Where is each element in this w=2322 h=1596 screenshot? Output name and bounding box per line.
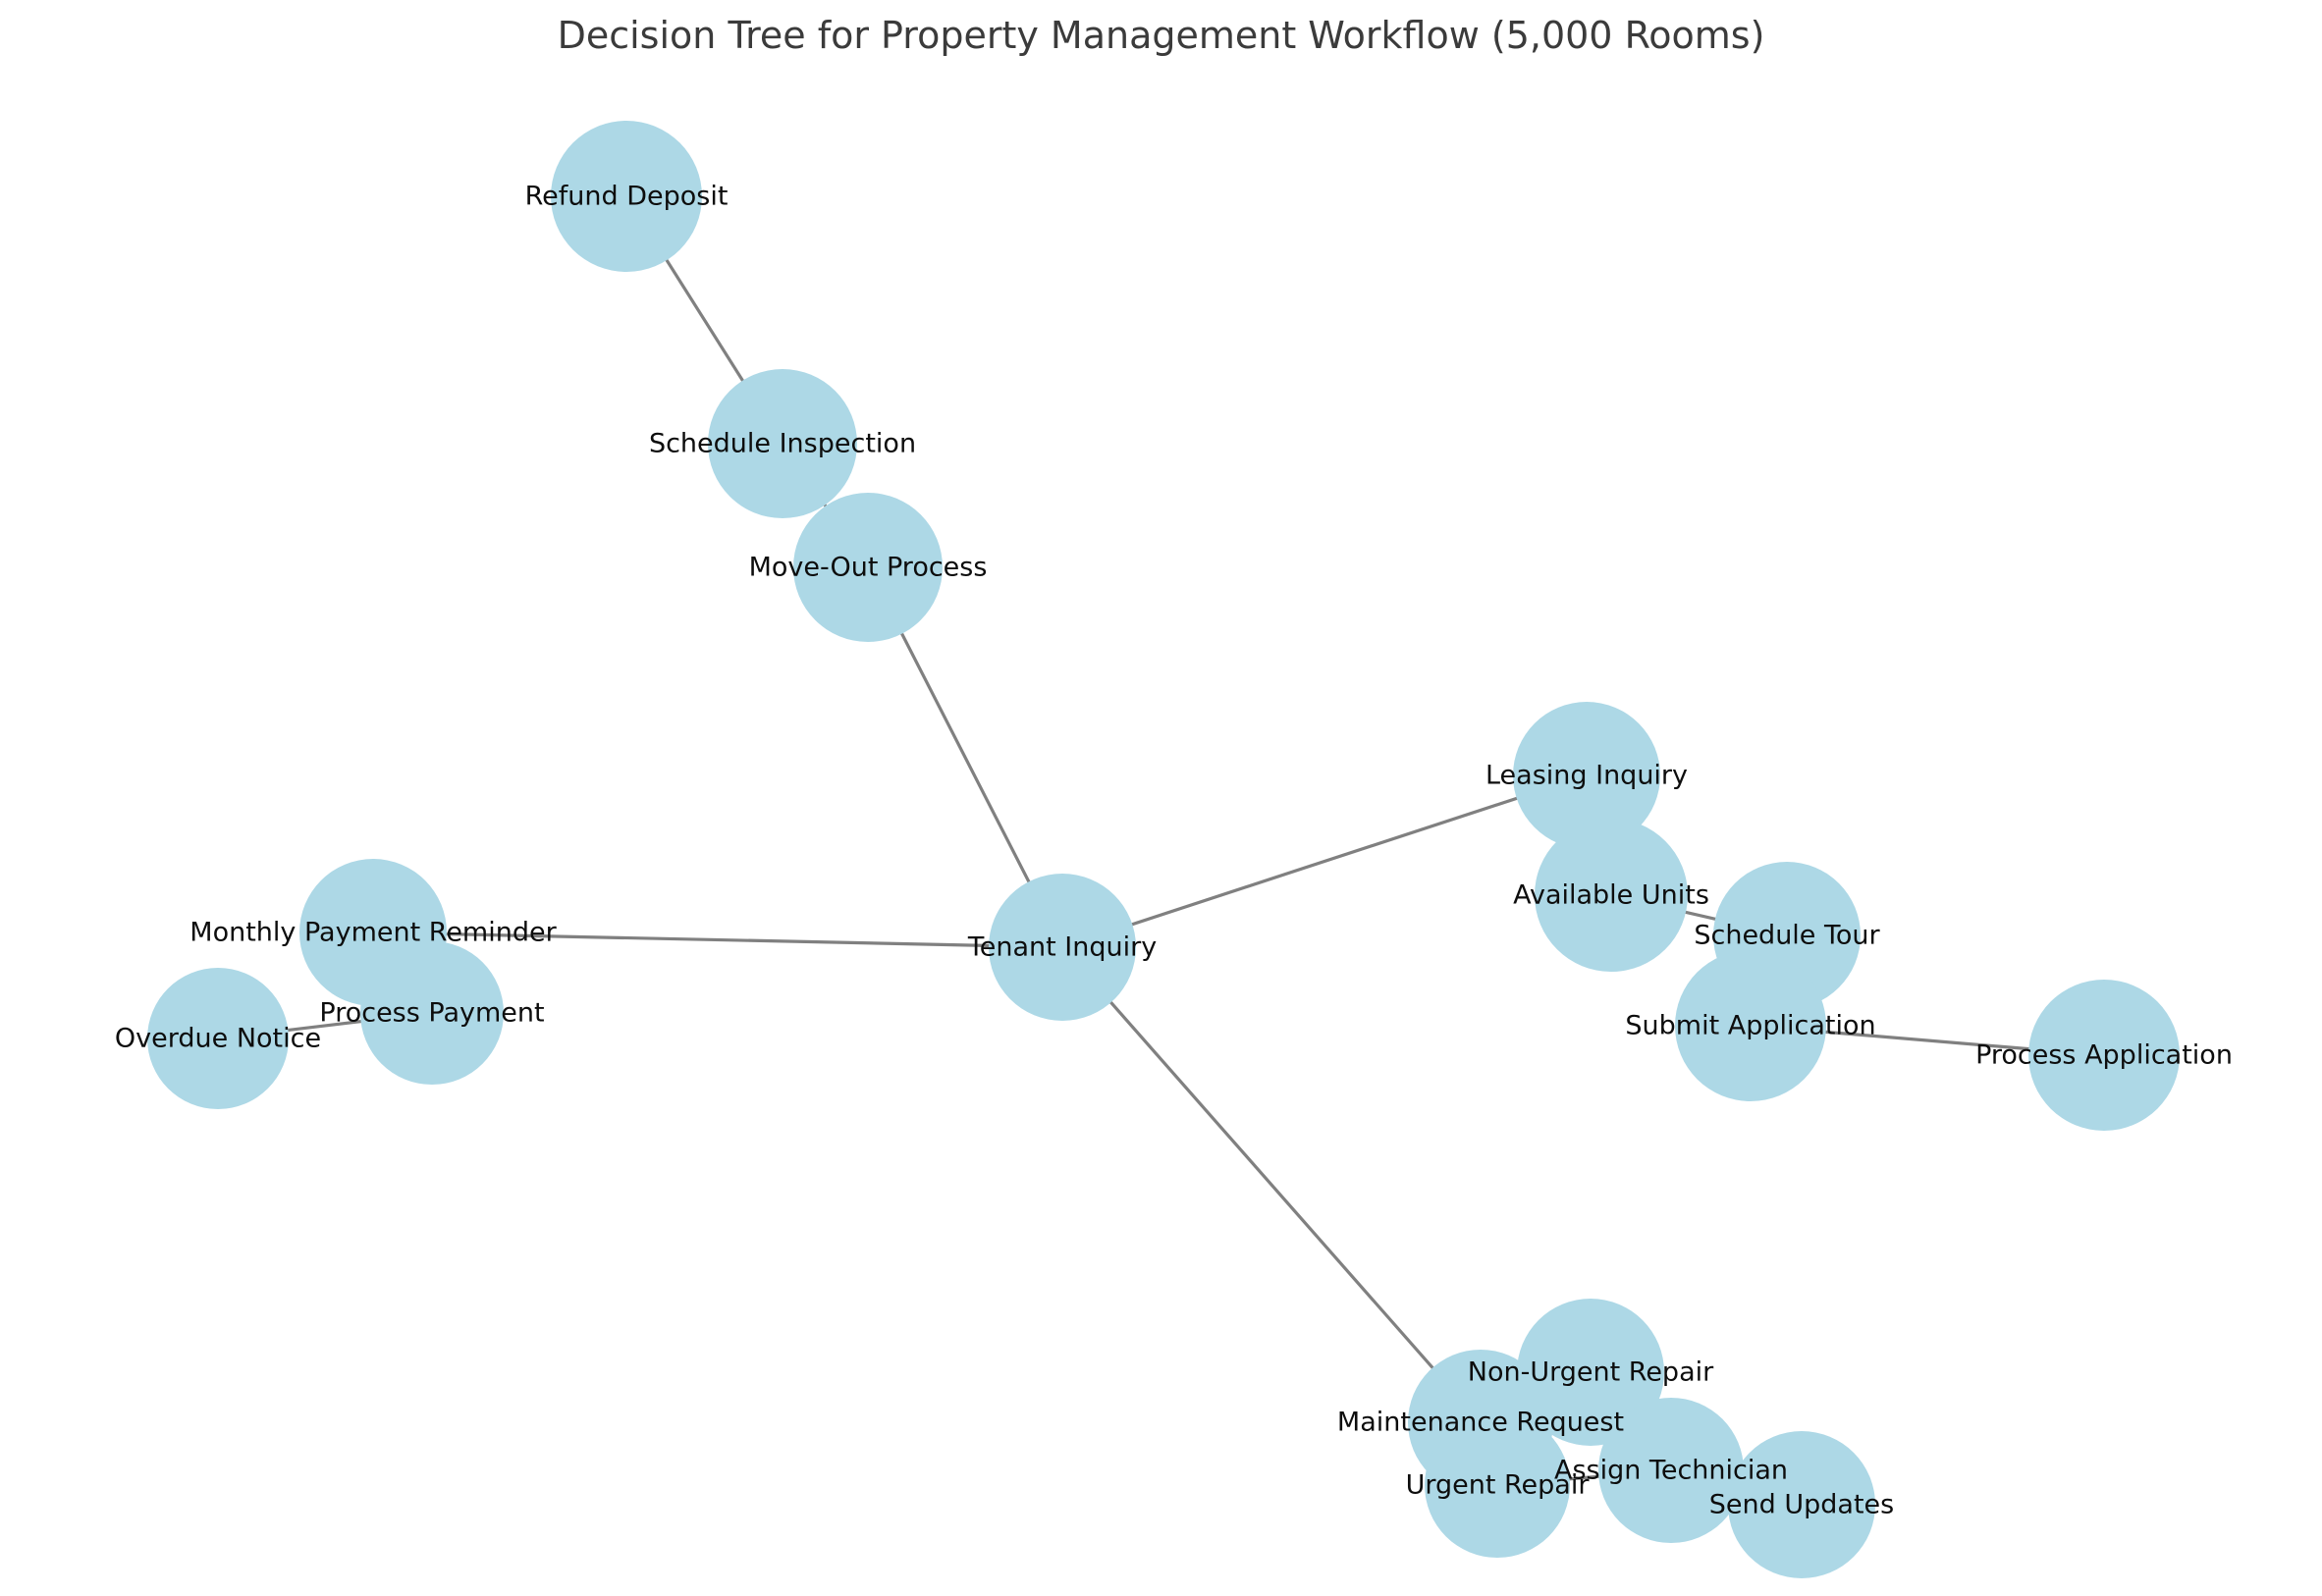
graph-node-refund-deposit[interactable]	[551, 121, 702, 272]
graph-node-process-payment[interactable]	[360, 941, 504, 1085]
graph-node-assign-technician[interactable]	[1598, 1398, 1744, 1543]
graph-node-tenant-inquiry[interactable]	[989, 874, 1136, 1021]
graph-node-schedule-inspection[interactable]	[708, 369, 857, 518]
graph-edge-tenant-inquiry-to-leasing-inquiry	[1061, 773, 1588, 949]
edges-layer	[217, 195, 2105, 1507]
page-title: Decision Tree for Property Management Wo…	[557, 14, 1765, 57]
graph-node-overdue-notice[interactable]	[147, 968, 289, 1109]
graph-node-submit-application[interactable]	[1675, 950, 1826, 1101]
graph-node-urgent-repair[interactable]	[1425, 1412, 1570, 1558]
graph-node-non-urgent-repair[interactable]	[1517, 1299, 1664, 1446]
graph-node-move-out-process[interactable]	[793, 493, 943, 642]
graph-node-available-units[interactable]	[1535, 819, 1688, 972]
graph-node-send-updates[interactable]	[1728, 1431, 1875, 1578]
graph-node-leasing-inquiry[interactable]	[1513, 702, 1660, 849]
graph-node-process-application[interactable]	[2028, 980, 2180, 1131]
graph-edge-tenant-inquiry-to-maintenance-request	[1060, 945, 1483, 1424]
nodes-layer	[147, 121, 2180, 1578]
graph-edge-tenant-inquiry-to-monthly-payment-reminder	[372, 931, 1063, 949]
